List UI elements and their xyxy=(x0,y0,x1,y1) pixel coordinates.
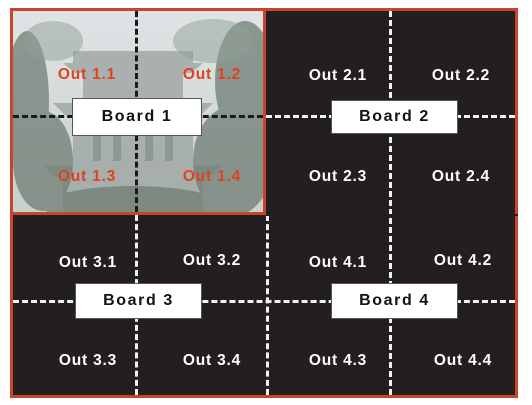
output-label-3-2: Out 3.2 xyxy=(182,252,242,269)
output-label-1-3: Out 1.3 xyxy=(57,168,117,185)
output-label-3-4: Out 3.4 xyxy=(182,352,242,369)
grid-lower-horizontal-divider xyxy=(13,300,515,303)
output-label-2-1: Out 2.1 xyxy=(308,67,368,84)
output-label-2-3: Out 2.3 xyxy=(308,168,368,185)
board-4-label: Board 4 xyxy=(331,283,458,319)
output-label-1-4: Out 1.4 xyxy=(182,168,242,185)
output-label-3-1: Out 3.1 xyxy=(58,254,118,271)
output-label-4-1: Out 4.1 xyxy=(308,254,368,271)
output-label-2-4: Out 2.4 xyxy=(431,168,491,185)
output-label-2-2: Out 2.2 xyxy=(431,67,491,84)
output-label-4-2: Out 4.2 xyxy=(433,252,493,269)
output-label-3-3: Out 3.3 xyxy=(58,352,118,369)
output-label-4-3: Out 4.3 xyxy=(308,352,368,369)
board-1-label: Board 1 xyxy=(72,98,202,136)
output-label-4-4: Out 4.4 xyxy=(433,352,493,369)
output-label-1-2: Out 1.2 xyxy=(182,66,242,83)
board-2-label: Board 2 xyxy=(331,100,458,134)
output-label-1-1: Out 1.1 xyxy=(57,66,117,83)
grid-center-vertical-divider xyxy=(266,215,269,395)
board-3-label: Board 3 xyxy=(75,283,202,319)
grid-middle-divider xyxy=(266,214,518,216)
grid-right-vertical-divider xyxy=(389,11,392,395)
board-1-photo-background xyxy=(10,8,266,215)
